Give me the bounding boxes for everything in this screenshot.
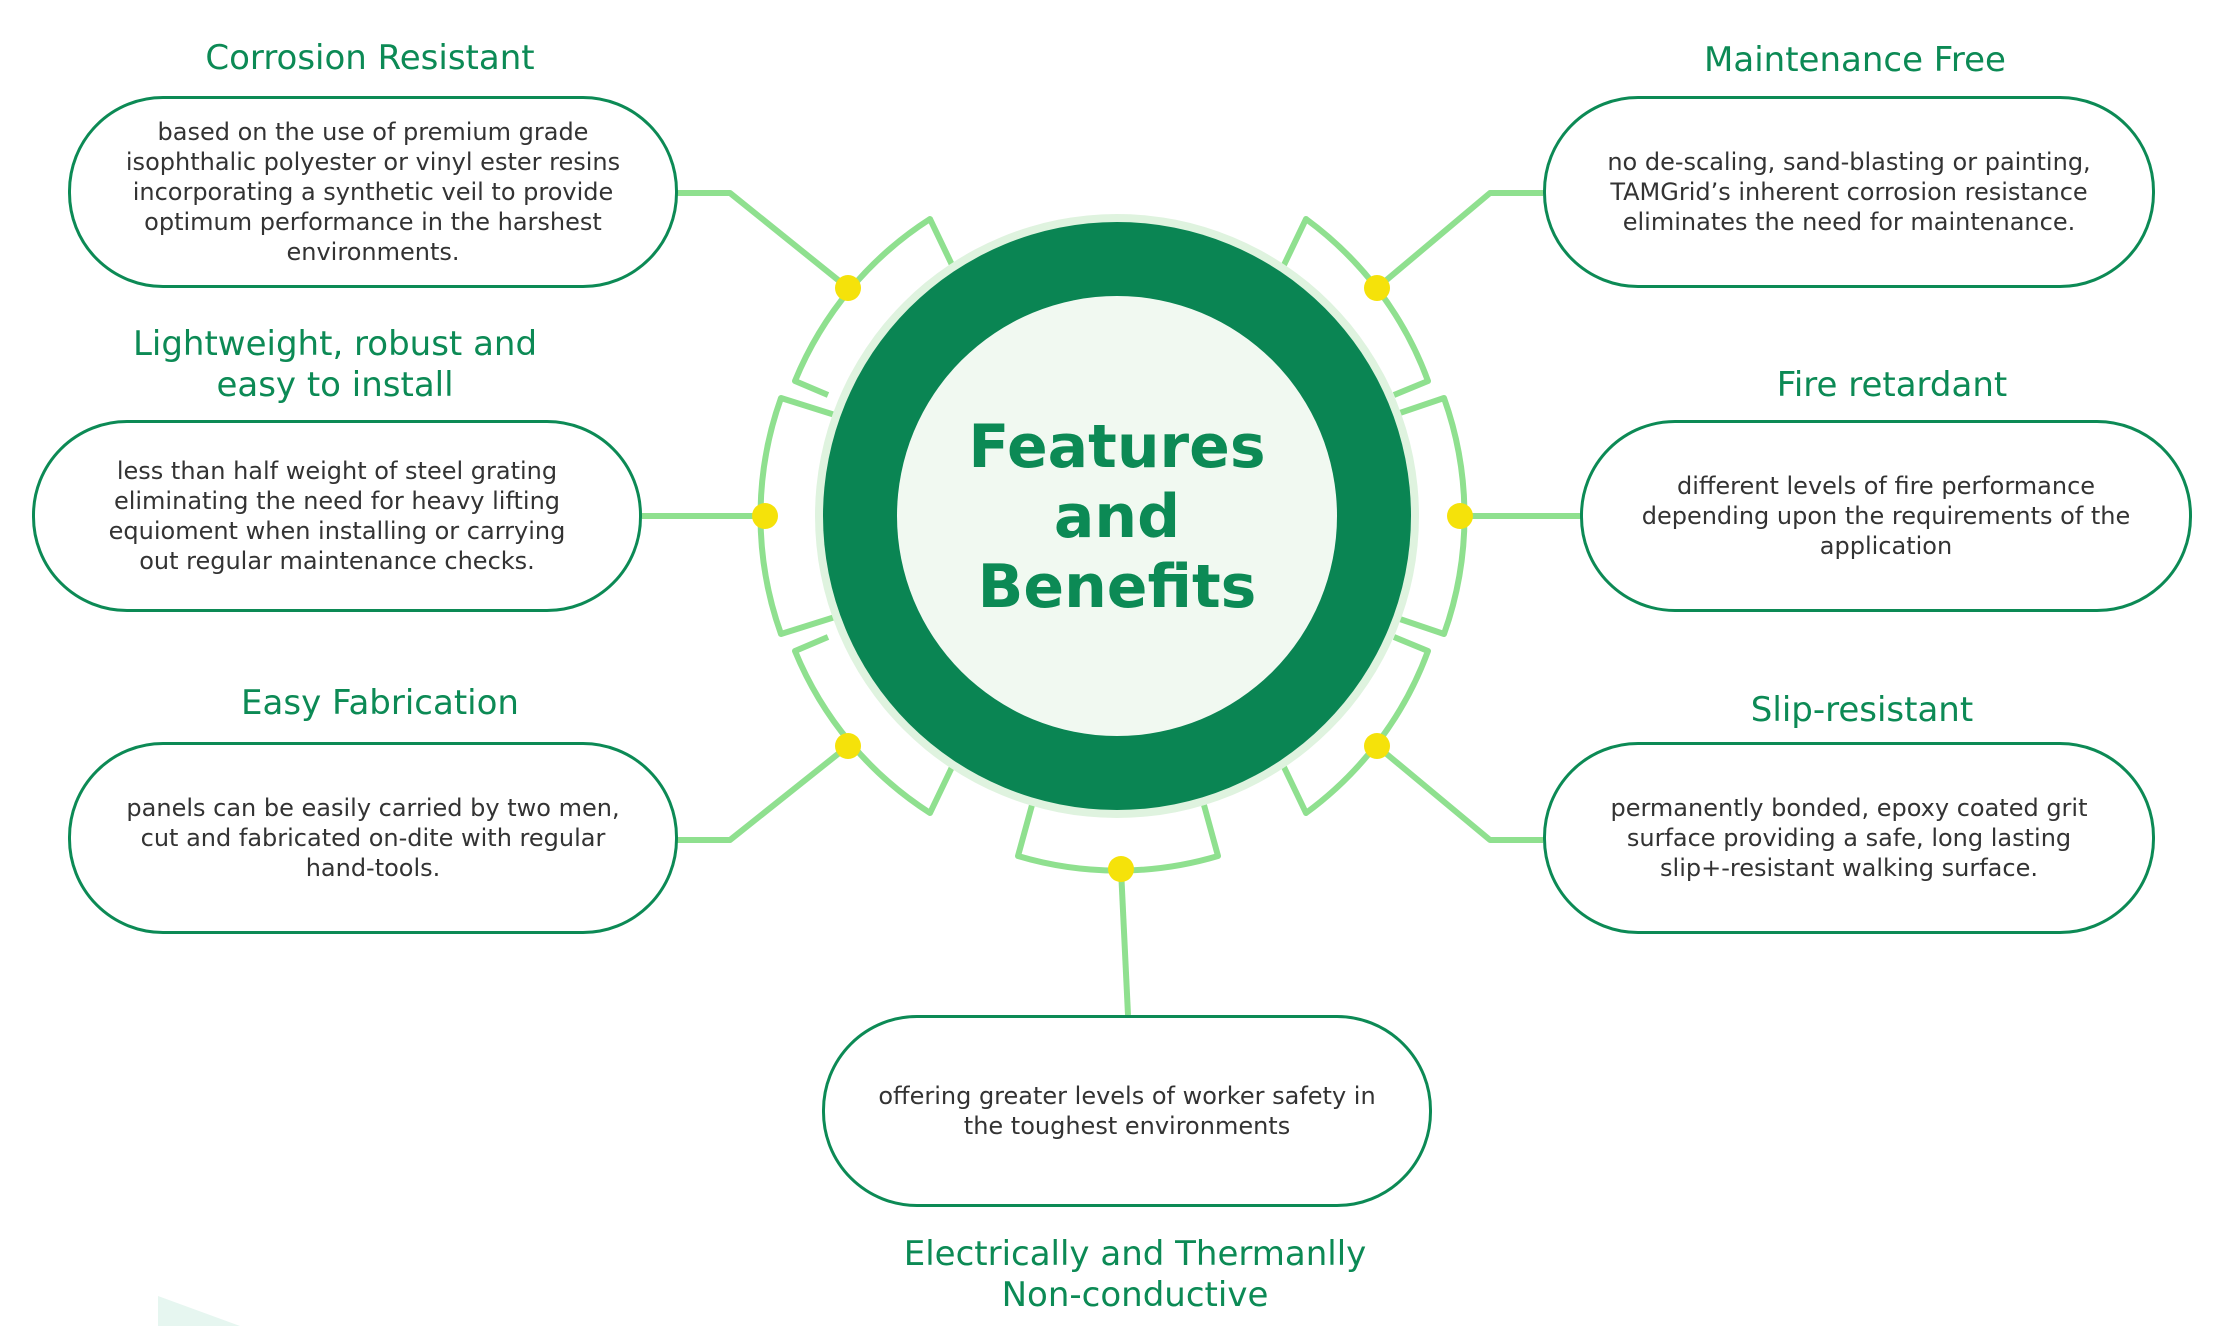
feature-title-electrical: Electrically and Thermanlly Non-conducti… — [903, 1234, 1367, 1315]
feature-title-fabrication: Easy Fabrication — [241, 683, 519, 723]
node-fabrication — [835, 733, 861, 759]
decorative-corner-shape — [158, 1296, 240, 1326]
feature-desc-maintenance: no de-scaling, sand-blasting or painting… — [1607, 148, 2091, 236]
feature-title-maintenance: Maintenance Free — [1704, 40, 2006, 80]
feature-desc-lightweight: less than half weight of steel grating e… — [108, 457, 566, 575]
feature-box-slip: permanently bonded, epoxy coated grit su… — [1543, 742, 2155, 934]
feature-title-corrosion: Corrosion Resistant — [205, 38, 535, 78]
feature-title-fire: Fire retardant — [1776, 365, 2008, 405]
node-maintenance — [1364, 275, 1390, 301]
feature-box-electrical: offering greater levels of worker safety… — [822, 1015, 1432, 1207]
feature-desc-electrical: offering greater levels of worker safety… — [878, 1082, 1376, 1140]
connector-corrosion — [675, 190, 850, 291]
node-lightweight — [752, 503, 778, 529]
connector-maintenance — [1375, 190, 1543, 291]
center-inner-circle — [897, 296, 1337, 736]
feature-desc-slip: permanently bonded, epoxy coated grit su… — [1610, 794, 2088, 882]
node-electrical — [1108, 856, 1134, 882]
center-label-line1: Features — [968, 412, 1266, 482]
center-label: Features and Benefits — [897, 392, 1337, 642]
node-fire — [1447, 503, 1473, 529]
node-corrosion — [835, 275, 861, 301]
center-label-line2: and — [1053, 482, 1181, 552]
feature-title-lightweight: Lightweight, robust and easy to install — [132, 324, 538, 405]
feature-desc-fire: different levels of fire performance dep… — [1641, 472, 2131, 560]
feature-box-maintenance: no de-scaling, sand-blasting or painting… — [1543, 96, 2155, 288]
node-slip — [1364, 733, 1390, 759]
feature-box-fire: different levels of fire performance dep… — [1580, 420, 2192, 612]
center-label-line3: Benefits — [977, 552, 1257, 622]
feature-desc-corrosion: based on the use of premium grade isopht… — [125, 118, 621, 266]
feature-box-lightweight: less than half weight of steel grating e… — [32, 420, 642, 612]
feature-box-corrosion: based on the use of premium grade isopht… — [68, 96, 678, 288]
connector-electrical — [1118, 868, 1131, 1016]
connector-slip — [1375, 743, 1543, 843]
connector-fabrication — [675, 743, 850, 843]
feature-title-slip: Slip-resistant — [1750, 690, 1974, 730]
feature-desc-fabrication: panels can be easily carried by two men,… — [126, 794, 620, 882]
feature-box-fabrication: panels can be easily carried by two men,… — [68, 742, 678, 934]
